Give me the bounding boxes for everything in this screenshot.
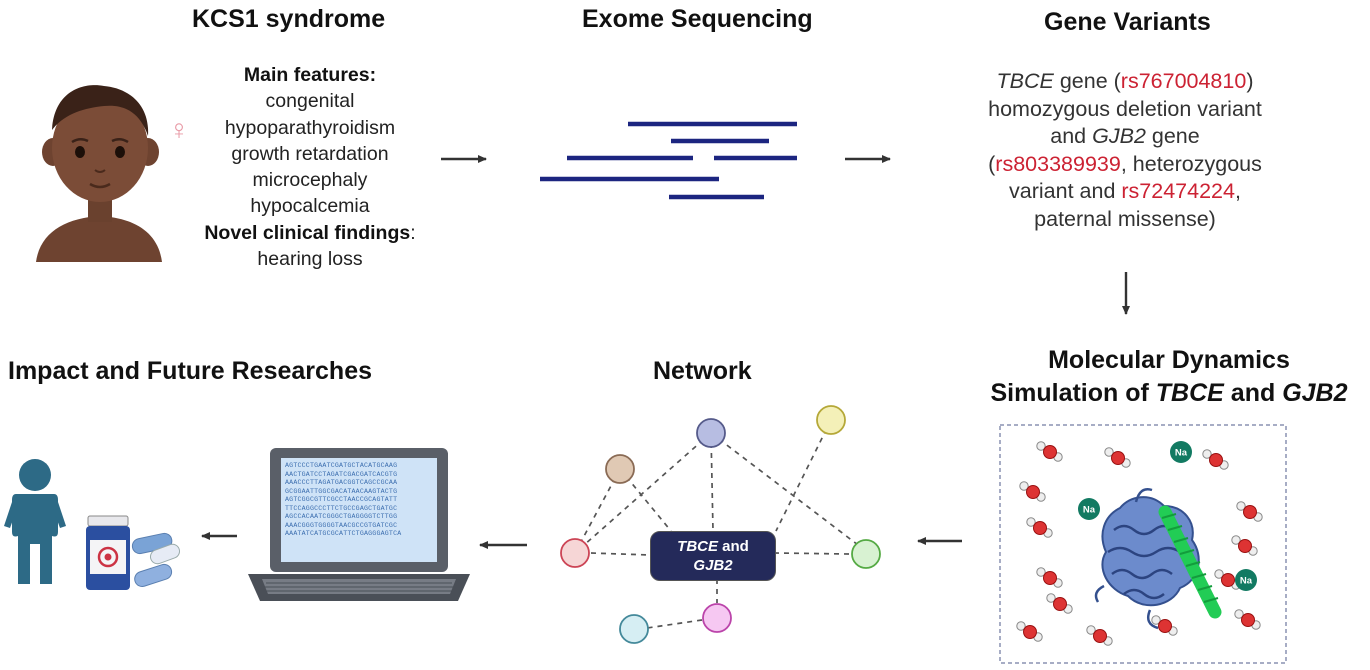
sequence-line: TTCCAGGCCCTTCTGCCGAGCTGATGC [285, 504, 398, 512]
title-gene-variants: Gene Variants [1044, 8, 1211, 36]
network-node [816, 405, 846, 435]
title-network: Network [653, 357, 752, 385]
sequence-line: AGTCGGCGTTCGCCTAACCGCAGTATT [285, 496, 398, 503]
md-simulation-box [999, 424, 1287, 664]
water-molecule [1234, 609, 1261, 630]
sequence-line: AGCCACAATCGGGCTGAGGGGTCTTGG [285, 513, 398, 520]
network-hub-node: TBCE and GJB2 [650, 531, 776, 581]
feature-item: microcephaly [252, 169, 368, 192]
water-molecule [1086, 625, 1113, 646]
variant-line: (rs803389939, heterozygous [988, 151, 1262, 176]
network-node [702, 603, 732, 633]
water-molecule [1214, 569, 1241, 590]
water-molecule [1231, 535, 1258, 556]
ion-label: Na [1240, 576, 1253, 587]
network-node [696, 418, 726, 448]
clinical-features: Main features: congenital hypoparathyroi… [176, 62, 444, 272]
sequence-line: GCGGAATTGGCGACATAACAAGTACTG [285, 487, 398, 495]
main-features-heading: Main features: [243, 64, 377, 86]
novel-findings-heading: Novel clinical findings: [204, 221, 416, 244]
title-molecular-dynamics: Molecular Dynamics Simulation of TBCE an… [968, 344, 1370, 410]
variant-line: TBCE gene (rs767004810) [996, 69, 1254, 93]
variant-line: and GJB2 gene [1050, 124, 1200, 149]
pill-bottle-icon [86, 515, 130, 590]
network-node [605, 454, 635, 484]
variant-line: variant and rs72474224, [1009, 179, 1241, 204]
network-nodes [560, 405, 881, 644]
feature-item: congenital [265, 90, 355, 113]
sequence-line: AACTGATCCTAGATCGACGATCACGTG [285, 470, 398, 478]
water-molecule [1019, 481, 1046, 502]
water-molecule [1236, 501, 1263, 522]
ion-label: Na [1083, 505, 1096, 516]
water-molecule [1104, 447, 1131, 468]
baby-illustration [36, 85, 162, 262]
water-molecule [1151, 615, 1178, 636]
water-molecule [1036, 441, 1063, 462]
water-molecule [1202, 449, 1229, 470]
novel-finding-item: hearing loss [257, 248, 363, 271]
laptop-screen: AGTCCCTGAATCGATGCTACATGCAAG AACTGATCCTAG… [281, 458, 437, 562]
sodium-ion: Na [1078, 498, 1100, 520]
water-molecule [1036, 567, 1063, 588]
title-exome: Exome Sequencing [582, 5, 813, 33]
sequence-line: AAATATCATGCGCATTCTGAGGGAGTCA [285, 530, 402, 537]
variant-rs-id: rs803389939 [995, 151, 1121, 176]
ion-label: Na [1175, 448, 1188, 459]
variant-rs-id: rs767004810 [1120, 69, 1247, 93]
network-edges [574, 419, 863, 629]
protein-structure [1094, 488, 1222, 630]
sequence-line: AGTCCCTGAATCGATGCTACATGCAAG [285, 462, 398, 469]
water-molecule [1026, 517, 1053, 538]
gene-variants-text: TBCE gene (rs767004810) homozygous delet… [915, 68, 1335, 234]
title-impact: Impact and Future Researches [8, 357, 373, 385]
female-symbol-icon: ♀ [169, 114, 190, 145]
sequence-line: AAACCCTTAGATGACGGTCAGCCGCAA [285, 479, 398, 486]
network-node [851, 539, 881, 569]
water-molecule [1016, 621, 1043, 642]
water-molecule [1046, 593, 1073, 614]
sodium-ion: Na [1235, 569, 1257, 591]
network-node [560, 538, 590, 568]
pills-icon [131, 532, 181, 588]
md-title-line2: Simulation of TBCE and GJB2 [990, 379, 1348, 407]
water-molecules [1016, 441, 1263, 646]
flow-arrows [201, 155, 1130, 549]
variant-line: paternal missense) [1034, 206, 1216, 231]
md-title-line1: Molecular Dynamics [1048, 346, 1290, 374]
variant-line: homozygous deletion variant [988, 96, 1262, 121]
feature-item: hypoparathyroidism [224, 116, 396, 139]
hub-label-line1: TBCE and [677, 538, 749, 555]
sodium-ion: Na [1170, 441, 1192, 463]
sequencing-reads-icon [540, 121, 797, 200]
feature-item: hypocalcemia [250, 195, 370, 218]
title-kcs1: KCS1 syndrome [192, 5, 386, 33]
feature-item: growth retardation [231, 142, 389, 165]
sequence-line: AAACGGGTGGGGTAACGCCGTGATCGC [285, 521, 398, 529]
network-node [619, 614, 649, 644]
variant-rs-id: rs72474224 [1121, 179, 1235, 204]
hub-label-line2: GJB2 [693, 557, 733, 574]
person-icon [4, 459, 66, 584]
